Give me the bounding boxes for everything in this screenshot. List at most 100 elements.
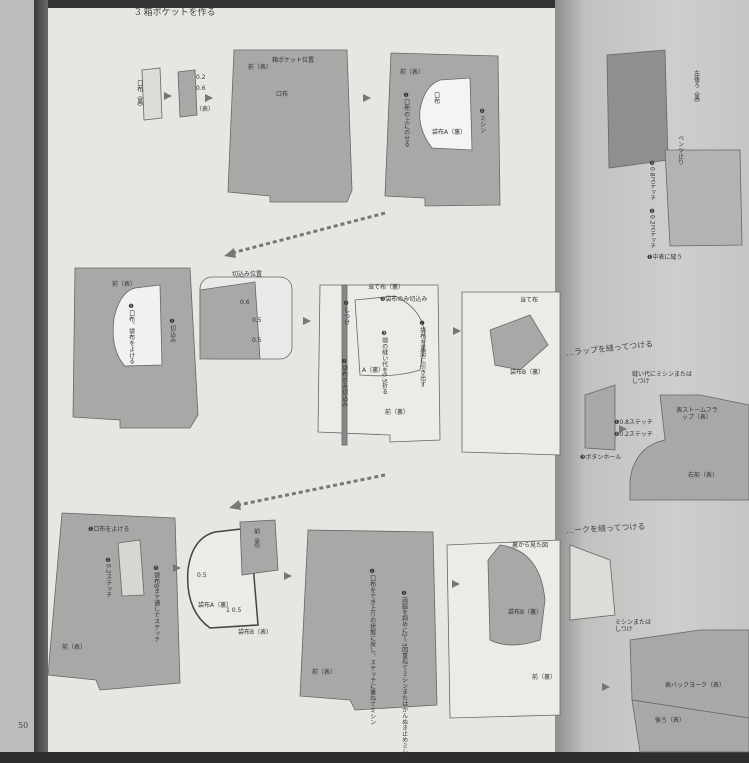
label: ❷0.2ステッチ <box>648 208 656 249</box>
inset-fabric <box>199 281 261 360</box>
label: 前（表） <box>248 64 273 71</box>
dark-top-edge <box>0 0 749 8</box>
label: 左後ろ（裏） <box>692 70 700 106</box>
right-panel-top <box>606 49 669 169</box>
arrow-icon <box>453 327 461 335</box>
label: 袋布A（裏） <box>432 129 467 136</box>
label: ❸0.8ステッチ <box>648 160 656 201</box>
label: A（裏） <box>362 367 385 374</box>
label: 前（裏） <box>385 409 410 416</box>
pocket-bag-g <box>186 527 259 629</box>
label: 口布 <box>432 92 440 104</box>
dotted-arrow-head <box>229 500 241 510</box>
pocket-bag-c <box>112 284 163 367</box>
label: 当て布 <box>520 297 539 304</box>
label: 当て布（裏） <box>368 284 405 291</box>
welt-f <box>117 539 145 597</box>
label: ❷0.2ステッチ <box>614 431 653 438</box>
label: 袋布B（裏） <box>508 609 543 616</box>
pocket-fold-e <box>489 314 549 371</box>
front-panel-h <box>299 529 438 711</box>
label: 表バックヨーク（表） <box>665 682 726 689</box>
pocket-bag-a <box>419 77 473 151</box>
label: ❸袋布Bまで通してステッチ <box>152 565 160 643</box>
center-strip-d <box>341 284 348 446</box>
label: 0.6 <box>240 299 250 306</box>
label: 縫い代にミシンまたはしつけ <box>632 371 693 385</box>
label: 前（表） <box>112 281 137 288</box>
label: 切込み位置 <box>232 271 263 278</box>
back-yoke-panel <box>629 629 749 721</box>
label: 袋布B（表） <box>238 629 273 636</box>
label: 袋布B（裏） <box>510 369 545 376</box>
dark-bottom-edge <box>0 752 749 763</box>
label: ❷0.2ステッチ <box>104 557 112 598</box>
label: ❹しつけ <box>342 300 350 325</box>
right-panel-lower <box>664 149 743 247</box>
arrow-icon <box>452 580 460 588</box>
label: ❶中表に縫う <box>647 254 683 261</box>
label: 口布（裏） <box>135 80 143 110</box>
label: 0.5 <box>252 337 262 344</box>
right-front-panel <box>629 394 749 501</box>
label: 前（表） <box>400 69 425 76</box>
label: ❶袋布を裏面に引き出す <box>418 320 426 387</box>
arrow-icon <box>284 572 292 580</box>
welt-strip-folded <box>177 69 198 118</box>
arrow-icon <box>205 94 213 102</box>
dotted-arrow-line <box>231 211 386 255</box>
page-number: 50 <box>18 721 29 730</box>
label: 前（表） <box>62 644 87 651</box>
front-panel-f <box>47 512 181 691</box>
label: 前（裏） <box>532 674 557 681</box>
carpet-background <box>0 0 34 763</box>
label: ❸ボタンホール <box>580 454 622 461</box>
label: 口布 <box>276 91 289 98</box>
flap-piece <box>584 384 616 451</box>
label: 後ろ（表） <box>655 717 686 724</box>
label: ❷ミシン <box>478 108 486 133</box>
label: 0.5 <box>197 572 207 579</box>
label: 箱ポケット位置 <box>272 57 315 64</box>
back-panel <box>631 699 749 753</box>
label: ❸端の縫い代を0.5折る <box>380 330 388 395</box>
small-piece-right <box>569 544 616 621</box>
label: ベンツ止り <box>676 135 684 165</box>
pocket-outline-d <box>354 295 426 377</box>
label: 0.6 <box>196 85 206 92</box>
label: 右前（表） <box>688 472 719 479</box>
pocket-bag-i <box>487 544 546 646</box>
label: ❶0.8ステッチ <box>614 419 653 426</box>
label: 前（表） <box>252 528 260 552</box>
label: 前（表） <box>312 669 337 676</box>
label: ❶口布をでき上りの状態に戻し、ステッチに重ねてミシン <box>368 568 376 725</box>
label: 袋布A（裏） <box>198 602 233 609</box>
label: 1 0.5 <box>226 607 242 614</box>
label: ❷切込み <box>168 318 176 343</box>
label: 裏から見た図 <box>512 542 549 549</box>
label: ❶口布の上にのせる <box>402 92 410 147</box>
label: ❷両脇を斜めに2〜3回重ねてミシンまたはかんぬき止めミシン <box>400 590 408 761</box>
arrow-icon <box>303 317 311 325</box>
label: ❷袋布のみ切込み <box>380 296 428 303</box>
welt-strip-light <box>141 67 163 121</box>
dotted-arrow-line <box>237 473 386 507</box>
section-title: 3 箱ポケットを作る <box>135 8 216 18</box>
arrow-icon <box>164 92 172 100</box>
label: ミシンまたはしつけ <box>615 619 652 633</box>
label: 0.5 <box>252 317 262 324</box>
front-strip-g <box>239 519 279 576</box>
front-panel-d <box>317 284 441 443</box>
label: ❶口布、袋布をよける <box>127 303 135 364</box>
arrow-icon <box>602 683 610 691</box>
arrow-icon <box>173 564 181 572</box>
label: 表ストームフラップ（表） <box>676 407 718 421</box>
label: 0.2 <box>196 74 206 81</box>
arrow-icon <box>619 425 627 433</box>
front-panel-a <box>227 49 353 203</box>
label: （表） <box>196 106 215 113</box>
label: ❷袋布のみ切込み <box>340 358 348 407</box>
dotted-arrow-head <box>224 248 236 258</box>
